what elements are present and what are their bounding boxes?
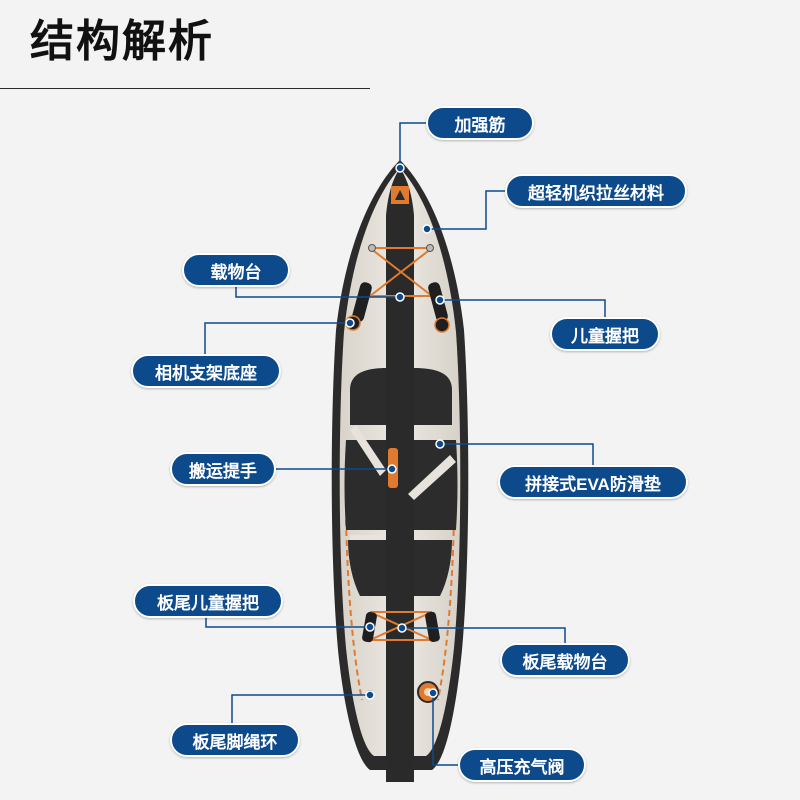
- anchor-dot-ultralight-material: [423, 225, 431, 233]
- label-tail-leash-ring: 板尾脚绳环: [170, 723, 300, 757]
- anchor-dot-tail-leash-ring: [366, 691, 374, 699]
- anchor-dot-tail-child-handle: [366, 623, 374, 631]
- anchor-dot-reinforcement-rib: [396, 164, 404, 172]
- label-eva-traction-pad: 拼接式EVA防滑垫: [498, 465, 688, 499]
- center-stripe-tail: [386, 700, 414, 782]
- label-reinforcement-rib: 加强筋: [426, 106, 534, 140]
- label-camera-mount: 相机支架底座: [131, 354, 281, 388]
- leader-child-handle: [440, 300, 605, 317]
- label-cargo-rack: 载物台: [182, 253, 290, 287]
- label-ultralight-material: 超轻机织拉丝材料: [505, 174, 687, 208]
- anchor-dot-air-valve: [429, 689, 437, 697]
- label-child-handle: 儿童握把: [550, 317, 660, 351]
- label-tail-cargo-rack: 板尾载物台: [500, 643, 630, 677]
- anchor-dot-eva-traction-pad: [436, 440, 444, 448]
- anchor-dot-cargo-rack: [396, 293, 404, 301]
- bungee-d-ring: [369, 245, 376, 252]
- anchor-dot-carry-handle: [388, 465, 396, 473]
- anchor-dot-camera-mount: [346, 319, 354, 327]
- bungee-d-ring: [427, 245, 434, 252]
- leader-camera-mount: [205, 323, 350, 354]
- label-tail-child-handle: 板尾儿童握把: [133, 584, 283, 618]
- label-air-valve: 高压充气阀: [458, 748, 586, 782]
- anchor-dot-child-handle: [436, 296, 444, 304]
- leader-reinforcement-rib: [400, 123, 426, 168]
- camera-mount-right: [435, 318, 449, 332]
- pad-stripe: [350, 535, 386, 540]
- anchor-dot-tail-cargo-rack: [398, 624, 406, 632]
- label-carry-handle: 搬运提手: [170, 452, 276, 486]
